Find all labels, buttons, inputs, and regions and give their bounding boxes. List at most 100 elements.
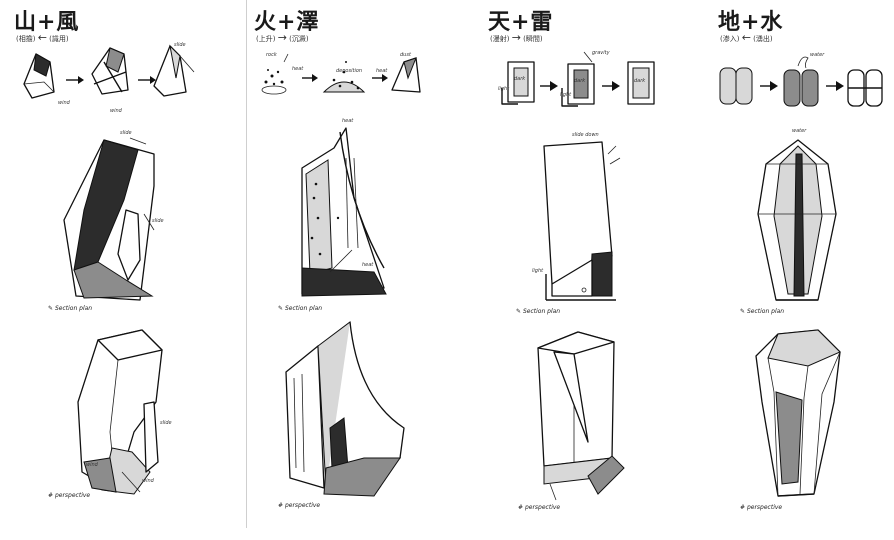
section-caption-text: Section plan: [522, 308, 561, 315]
section-label: slide: [152, 218, 164, 224]
perspective-marker-icon: #: [278, 502, 284, 509]
section-marker-icon: ✎: [278, 305, 284, 312]
perspective-caption-text: perspective: [54, 492, 91, 499]
perspective-caption: # perspective: [740, 504, 782, 511]
section-label: water: [792, 128, 807, 134]
stage-2-block: [91, 47, 129, 95]
deposition-icon: [322, 61, 366, 93]
fire-icon: [261, 53, 289, 95]
perspective-caption: # perspective: [518, 504, 560, 511]
perspective-marker-icon: #: [518, 504, 524, 511]
diagram-label: gravity: [592, 50, 610, 56]
diagram-label: rock: [266, 52, 277, 58]
stage-1-frame: [501, 61, 535, 105]
section-marker-icon: ✎: [516, 308, 522, 315]
perspective-drawing: [755, 329, 841, 497]
stage-3-stones: [847, 69, 883, 107]
process-diagram: [719, 56, 883, 107]
section-label: light: [532, 268, 544, 274]
dust-form-icon: [391, 57, 421, 93]
stage-3-frame: [627, 61, 655, 105]
section-drawing: [301, 127, 387, 297]
perspective-drawing: [77, 329, 163, 495]
subtitle-left: (漫射): [490, 35, 510, 43]
diagram-label: water: [810, 52, 825, 58]
section-marker-icon: ✎: [48, 305, 54, 312]
perspective-caption: # perspective: [278, 502, 320, 509]
subtitle-arrow: ←: [741, 31, 751, 44]
diagram-label: slide: [174, 42, 186, 48]
perspective-label: wind: [86, 462, 98, 468]
diagram-label: wind: [110, 108, 122, 114]
perspective-drawing: [285, 321, 405, 497]
stage-2-stones: [783, 56, 819, 107]
diagram-label: light: [498, 86, 510, 92]
perspective-marker-icon: #: [740, 504, 746, 511]
perspective-caption-text: perspective: [746, 504, 783, 511]
perspective-caption-text: perspective: [524, 504, 561, 511]
subtitle-right: (識用): [49, 35, 69, 43]
subtitle-right: (沉澱): [289, 35, 309, 43]
subtitle-right: (湧出): [753, 35, 773, 43]
panel-subtitle: (相擔) ← (識用): [16, 31, 69, 44]
diagram-label: dark: [574, 78, 586, 84]
panel-title: 天+雷: [488, 9, 554, 35]
subtitle-arrow: →: [511, 31, 521, 44]
diagram-label: light: [560, 92, 572, 98]
section-label: slide: [120, 130, 132, 136]
panel-mountain-wind: 山+風 (相擔) ← (識用): [14, 0, 239, 540]
arrow-right-icon: [138, 76, 156, 84]
diagram-label: dark: [514, 76, 526, 82]
section-caption-text: Section plan: [54, 305, 93, 312]
stage-1-block: [23, 53, 55, 99]
perspective-label: slide: [160, 420, 172, 426]
subtitle-left: (上升): [256, 35, 276, 43]
panel-title: 火+澤: [254, 9, 320, 35]
process-diagram: [261, 53, 421, 95]
section-drawing: [63, 137, 155, 301]
panel-title: 地+水: [718, 9, 784, 35]
panel-subtitle: (漫射) → (瞬間): [490, 31, 543, 44]
diagram-label: deposition: [336, 68, 363, 74]
subtitle-right: (瞬間): [523, 35, 543, 43]
subtitle-left: (渗入): [720, 35, 740, 43]
panel-subtitle: (上升) → (沉澱): [256, 31, 309, 44]
panel-subtitle: (渗入) ← (湧出): [720, 31, 773, 44]
stage-3-block: [153, 44, 195, 97]
arrow-right-icon: [540, 81, 558, 91]
arrow-right-icon: [602, 81, 620, 91]
section-caption-text: Section plan: [746, 308, 785, 315]
perspective-marker-icon: #: [48, 492, 54, 499]
section-drawing: [543, 141, 621, 301]
section-caption: ✎ Section plan: [740, 308, 784, 315]
stage-1-stones: [719, 67, 753, 105]
section-caption: ✎ Section plan: [516, 308, 560, 315]
panel-divider: [246, 0, 247, 528]
diagram-label: dark: [634, 78, 646, 84]
section-marker-icon: ✎: [740, 308, 746, 315]
subtitle-left: (相擔): [16, 35, 36, 43]
panel-heaven-thunder: 天+雷 (漫射) → (瞬間): [488, 0, 688, 540]
diagram-label: dust: [400, 52, 411, 58]
perspective-caption: # perspective: [48, 492, 90, 499]
perspective-drawing: [537, 331, 625, 501]
section-label: heat: [362, 262, 374, 268]
section-caption: ✎ Section plan: [48, 305, 92, 312]
subtitle-arrow: ←: [37, 31, 47, 44]
arrow-right-icon: [372, 74, 388, 82]
arrow-right-icon: [302, 74, 318, 82]
diagram-label: heat: [376, 68, 388, 74]
panel-title: 山+風: [14, 9, 80, 35]
arrow-right-icon: [760, 81, 778, 91]
section-label: slide down: [572, 132, 599, 138]
section-drawing: [757, 139, 837, 301]
arrow-right-icon: [66, 76, 84, 84]
subtitle-arrow: →: [277, 31, 287, 44]
process-diagram: [501, 51, 655, 107]
panel-earth-water: 地+水 (渗入) ← (湧出): [718, 0, 888, 540]
diagram-label: heat: [292, 66, 304, 72]
stage-2-frame: [561, 51, 595, 107]
perspective-label: wind: [142, 478, 154, 484]
diagram-label: wind: [58, 100, 70, 106]
